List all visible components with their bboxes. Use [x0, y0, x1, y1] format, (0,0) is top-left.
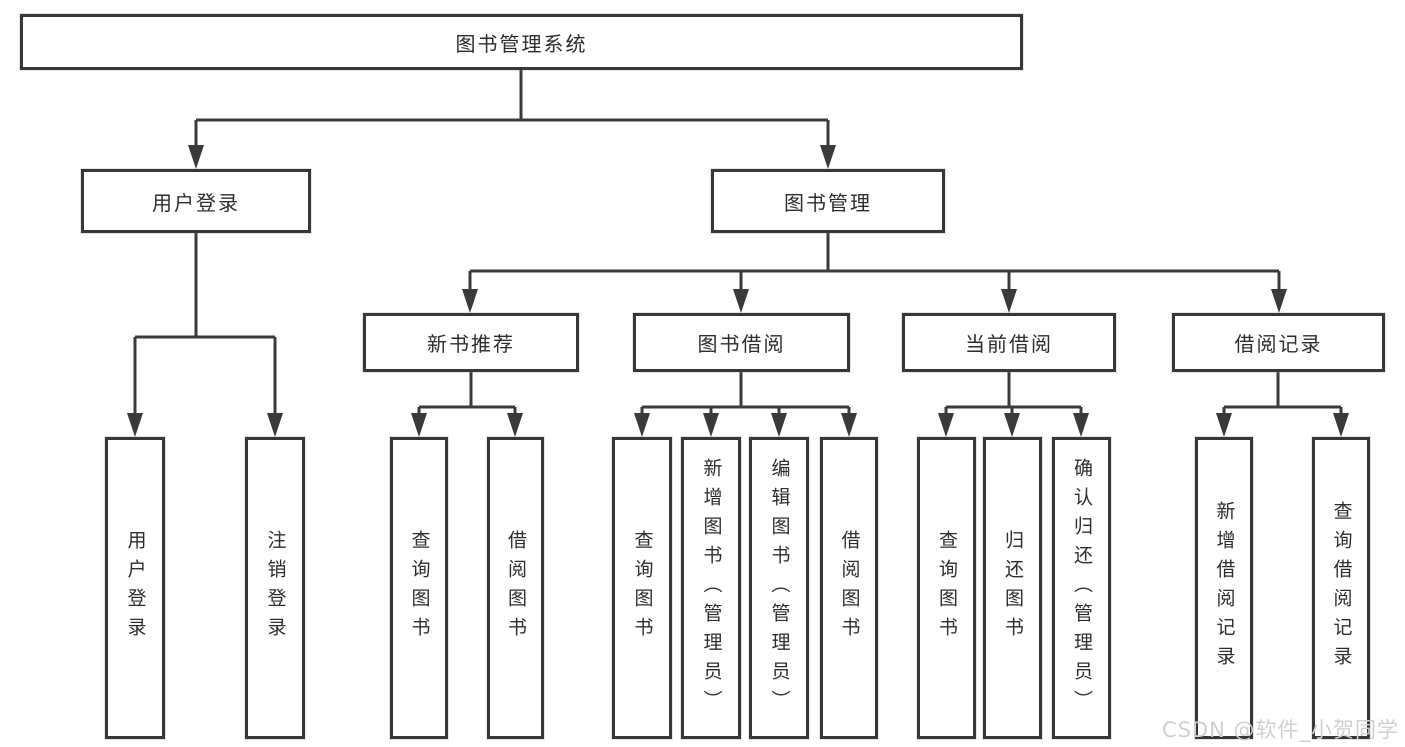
node-library-management-system: 图书管理系统 [20, 14, 1023, 70]
leaf-query-borrow-record: 查询借阅记录 [1312, 437, 1370, 739]
leaf-add-book-admin-label: 新增图书（管理员） [700, 457, 723, 719]
leaf-edit-book-admin-label: 编辑图书（管理员） [768, 457, 791, 719]
leaf-logout: 注销登录 [245, 437, 305, 739]
leaf-return-book: 归还图书 [983, 437, 1042, 739]
leaf-user-login: 用户登录 [105, 437, 165, 739]
node-current-borrow: 当前借阅 [902, 313, 1116, 372]
node-new-book-recommend: 新书推荐 [363, 313, 579, 372]
leaf-edit-book-admin: 编辑图书（管理员） [749, 437, 809, 739]
leaf-query-borrow-record-label: 查询借阅记录 [1330, 501, 1353, 675]
leaf-add-borrow-record: 新增借阅记录 [1195, 437, 1253, 739]
leaf-query-books-borrow: 查询图书 [612, 437, 672, 739]
leaf-borrow-books: 借阅图书 [820, 437, 878, 739]
leaf-borrow-books-label: 借阅图书 [838, 530, 861, 646]
leaf-return-book-label: 归还图书 [1002, 530, 1024, 646]
leaf-add-book-admin: 新增图书（管理员） [681, 437, 741, 739]
leaf-query-books-borrow-label: 查询图书 [631, 530, 654, 646]
node-book-borrow: 图书借阅 [633, 313, 850, 372]
leaf-user-login-label: 用户登录 [124, 530, 147, 646]
node-book-management: 图书管理 [711, 169, 945, 233]
leaf-logout-label: 注销登录 [264, 530, 287, 646]
node-borrow-records: 借阅记录 [1172, 313, 1385, 372]
leaf-borrow-books-recommend: 借阅图书 [487, 437, 544, 739]
leaf-query-books-recommend-label: 查询图书 [408, 530, 431, 646]
csdn-watermark: CSDN @软件_小贺同学 [1161, 718, 1399, 742]
leaf-add-borrow-record-label: 新增借阅记录 [1213, 501, 1236, 675]
node-user-login: 用户登录 [81, 169, 311, 233]
leaf-borrow-books-recommend-label: 借阅图书 [505, 530, 527, 646]
leaf-query-books-current-label: 查询图书 [936, 530, 958, 646]
leaf-query-books-current: 查询图书 [917, 437, 976, 739]
leaf-confirm-return-admin-label: 确认归还（管理员） [1071, 457, 1093, 719]
leaf-query-books-recommend: 查询图书 [390, 437, 448, 739]
leaf-confirm-return-admin: 确认归还（管理员） [1052, 437, 1111, 739]
